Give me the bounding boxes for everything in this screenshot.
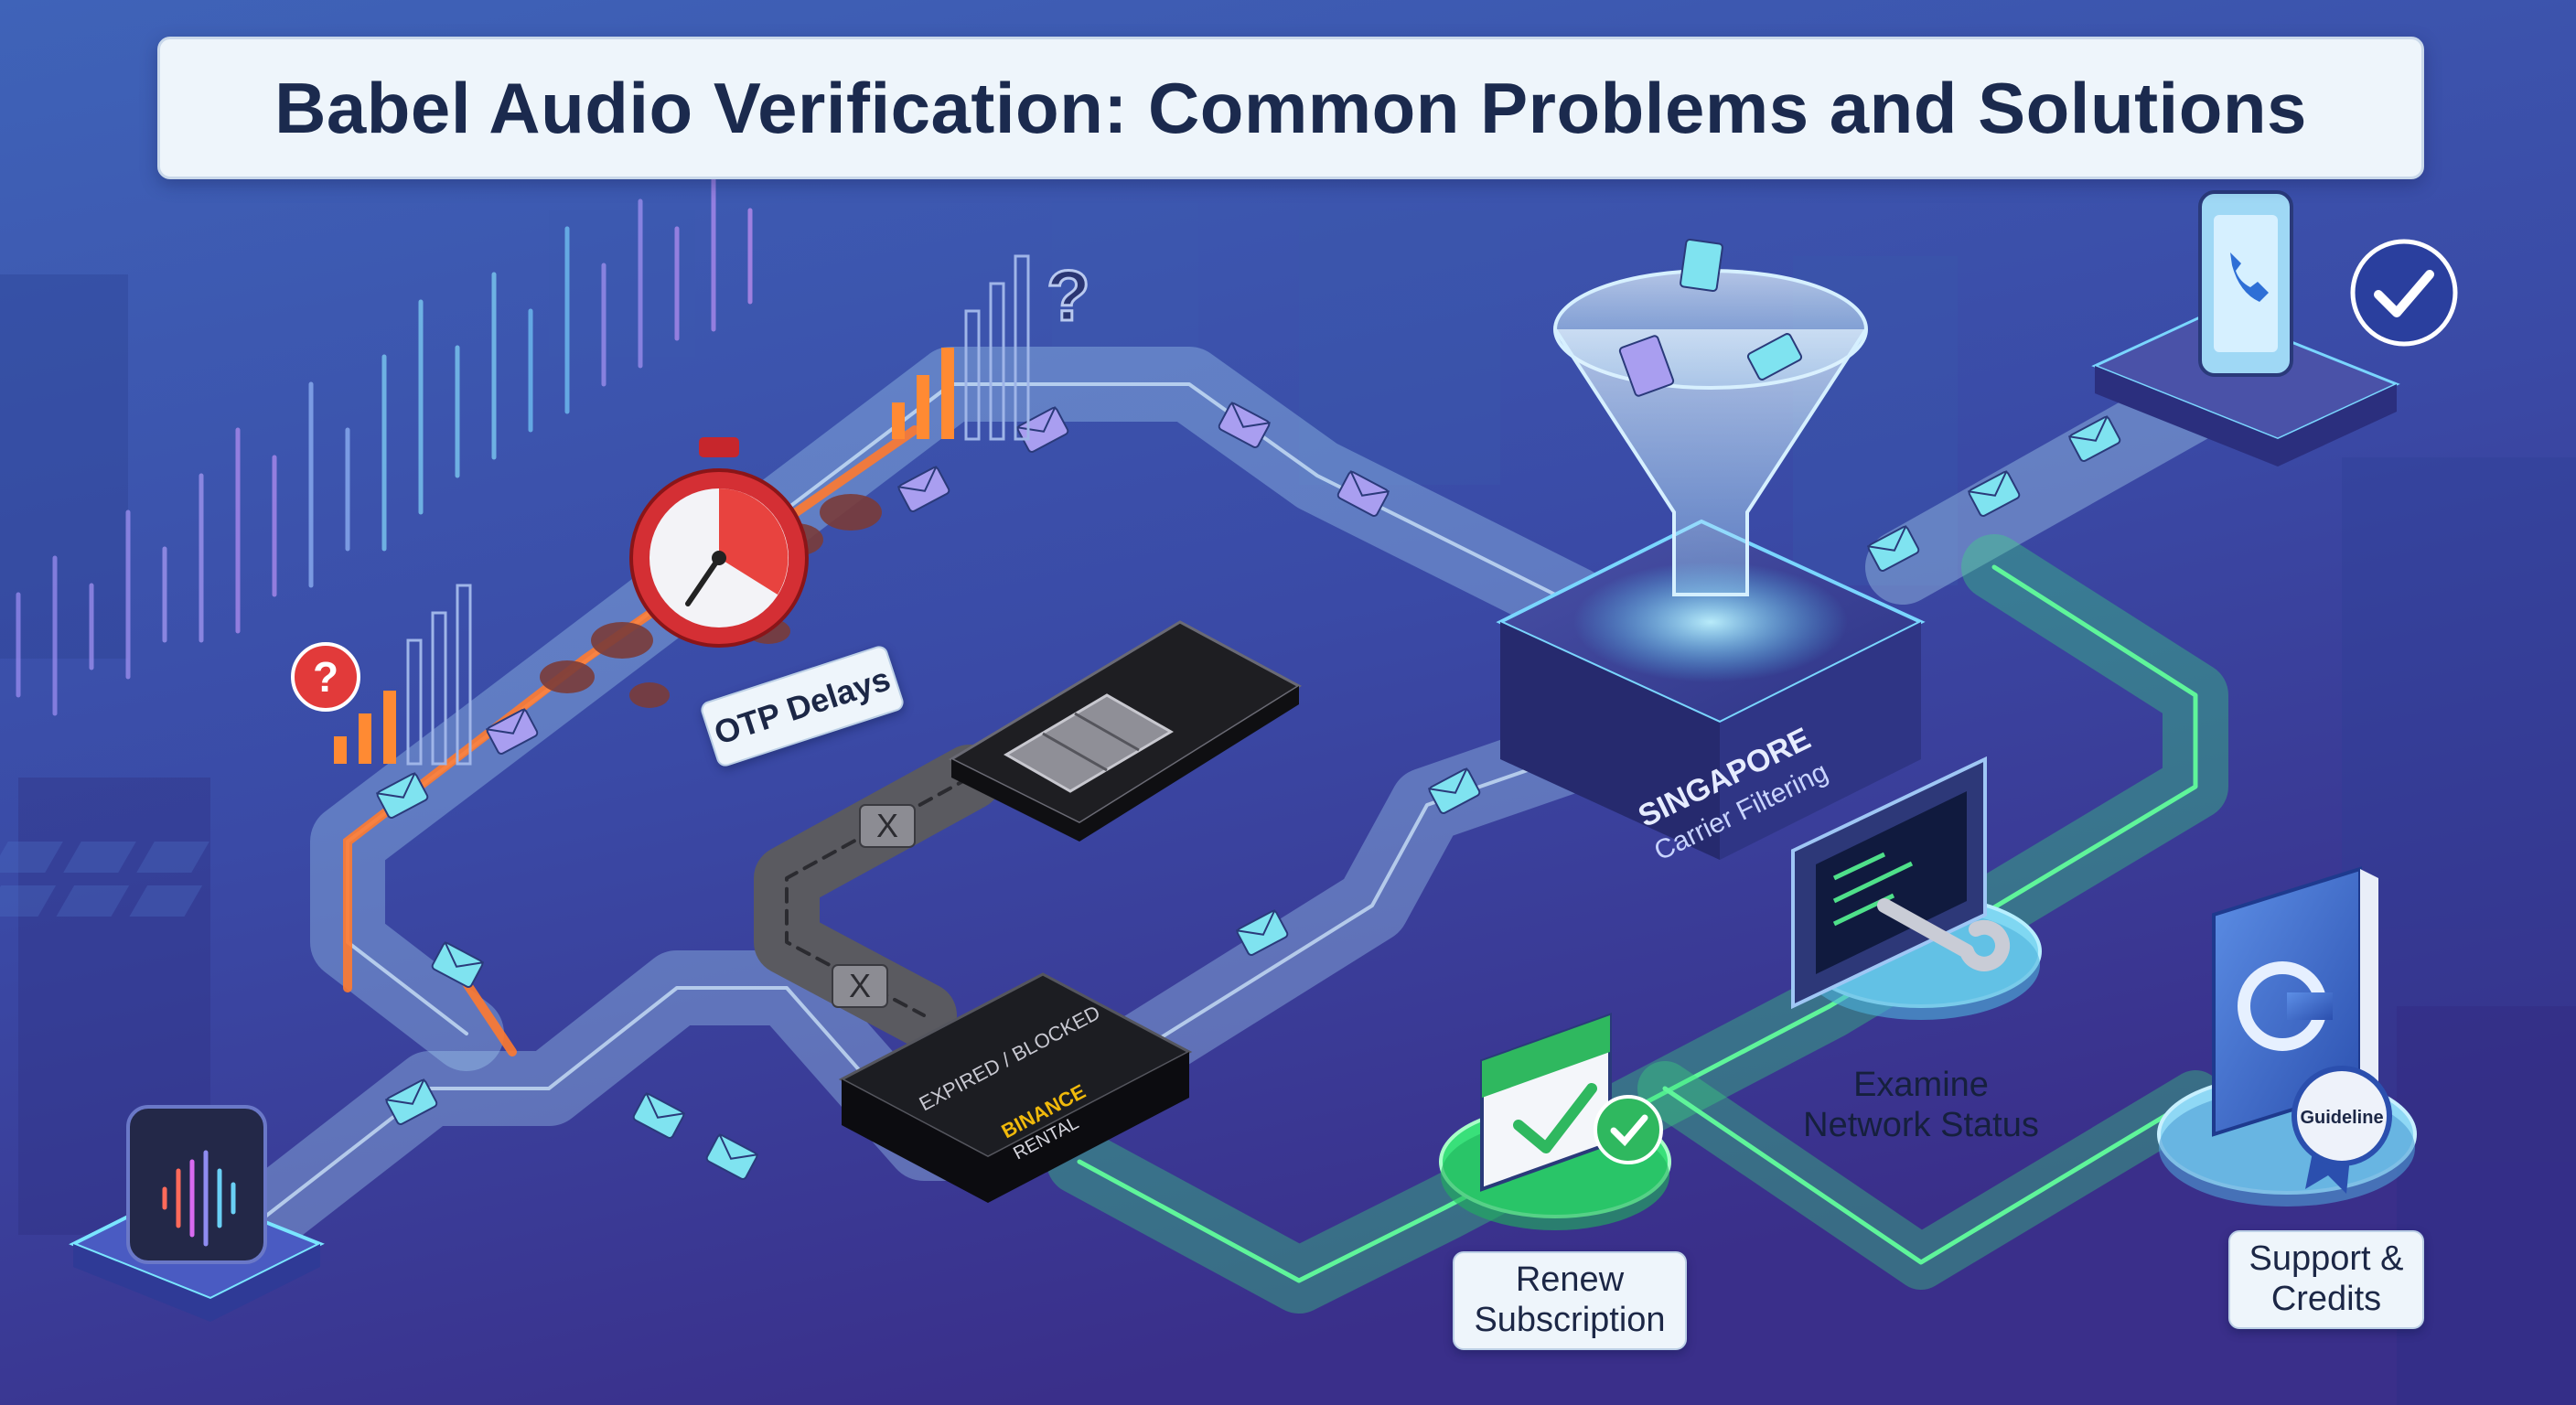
guideline-book-icon: Guideline: [2157, 866, 2417, 1207]
smartphone-icon: [2091, 190, 2400, 467]
blocked-marker-bottom: X: [832, 964, 888, 1008]
question-left-icon: ?: [291, 642, 360, 712]
examine-network-label: Examine Network Status: [1766, 1066, 2077, 1145]
city-backdrop: [0, 201, 2576, 1405]
solution-path: [1046, 534, 2228, 1314]
question-top-glyph: ?: [1046, 255, 1090, 336]
support-line1: Support &: [2249, 1239, 2404, 1279]
blocked-marker-top-glyph: X: [876, 807, 898, 844]
terminal-wrench-icon: [1791, 756, 2042, 1020]
signal-bars-left-icon: [334, 584, 472, 766]
blocked-marker-top: X: [859, 804, 916, 848]
background-waveform: [16, 171, 753, 716]
examine-line1: Examine: [1853, 1066, 1989, 1104]
support-credits-card: Support & Credits: [2228, 1230, 2424, 1329]
blocked-marker-bottom-glyph: X: [849, 967, 871, 1004]
renew-line1: Renew: [1515, 1260, 1625, 1300]
support-line2: Credits: [2270, 1280, 2382, 1318]
guideline-badge-label: Guideline: [2300, 1108, 2383, 1128]
calendar-check-icon: [1439, 1013, 1671, 1230]
stopwatch-icon: [629, 437, 809, 648]
renew-line2: Subscription: [1474, 1301, 1666, 1339]
examine-line2: Network Status: [1803, 1105, 2039, 1144]
signal-bars-top-icon: [892, 254, 1030, 441]
rental-device-icon: EXPIRED / BLOCKED BINANCE RENTAL: [838, 972, 1193, 1203]
question-left-glyph: ?: [313, 653, 338, 701]
renew-subscription-card: Renew Subscription: [1453, 1251, 1687, 1350]
audio-waveform-icon: [69, 1105, 325, 1322]
title-card: Babel Audio Verification: Common Problem…: [157, 37, 2424, 179]
page-title: Babel Audio Verification: Common Problem…: [274, 67, 2307, 148]
sim-card-icon: [948, 620, 1302, 842]
grid-pad: [0, 842, 209, 917]
check-badge-icon: [2350, 239, 2458, 347]
funnel-icon: [1553, 238, 1868, 596]
carrier-filter-box: SINGAPORE Carrier Filtering: [1496, 519, 1926, 867]
